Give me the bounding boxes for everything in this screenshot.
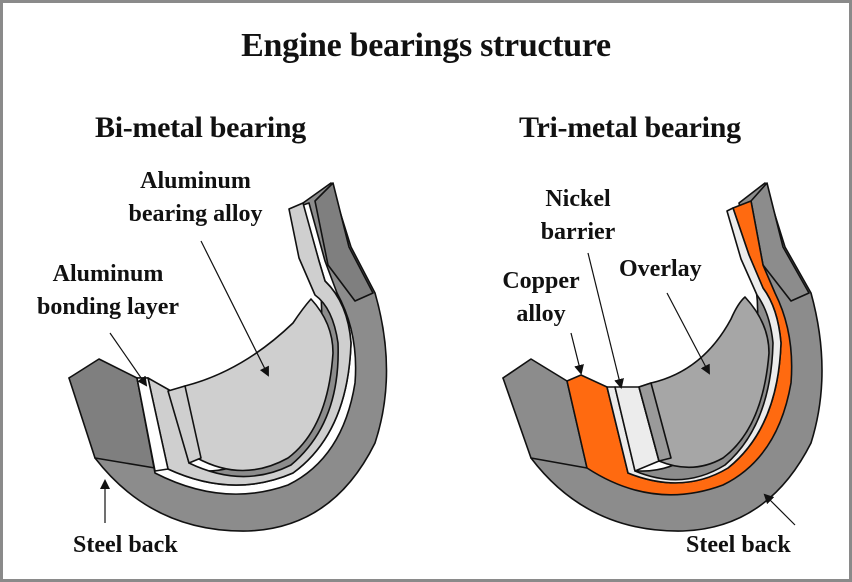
label-bearing-alloy: Aluminum bearing alloy [113, 165, 278, 231]
trimetal-overlay-chamfer [638, 382, 672, 462]
bimetal-steel-end-right [314, 182, 374, 302]
label-nickel-line2: barrier [540, 219, 616, 245]
bimetal-lining-chamfer [167, 385, 202, 464]
trimetal-heading: Tri-metal bearing [519, 111, 741, 144]
leader-bonding-layer [109, 332, 148, 387]
bearings-illustration [68, 182, 823, 532]
trimetal-steel-back [502, 182, 823, 532]
leader-steel-back-tri [763, 493, 796, 526]
label-bearing-alloy-line1: Aluminum [140, 168, 251, 194]
bimetal-aluminum-alloy [147, 202, 352, 486]
label-steel-back-tri: Steel back [686, 532, 791, 558]
label-overlay: Overlay [619, 256, 702, 282]
label-nickel-barrier: Nickel barrier [523, 183, 633, 249]
label-bonding-layer: Aluminum bonding layer [19, 258, 197, 324]
diagram-title: Engine bearings structure [241, 27, 611, 64]
trimetal-bearing [502, 182, 823, 532]
leader-copper [570, 332, 584, 375]
label-steel-back-bi: Steel back [73, 532, 178, 558]
bimetal-steel-end-left [68, 358, 156, 469]
trimetal-nickel-barrier [606, 207, 782, 484]
bimetal-bearing [68, 182, 388, 532]
leader-overlay [666, 292, 710, 375]
label-bearing-alloy-line2: bearing alloy [128, 201, 263, 227]
bimetal-heading: Bi-metal bearing [95, 111, 307, 144]
trimetal-overlay [638, 296, 770, 469]
leader-nickel [587, 252, 624, 389]
label-bonding-line2: bonding layer [36, 294, 180, 320]
label-copper-line2: alloy [516, 301, 566, 327]
label-nickel-line1: Nickel [545, 186, 611, 212]
leader-bearing-alloy [200, 240, 269, 377]
label-copper-alloy: Copper alloy [491, 265, 591, 331]
label-copper-line1: Copper [502, 268, 580, 294]
label-bonding-line1: Aluminum [52, 261, 164, 287]
bimetal-bore-surface [170, 298, 334, 472]
